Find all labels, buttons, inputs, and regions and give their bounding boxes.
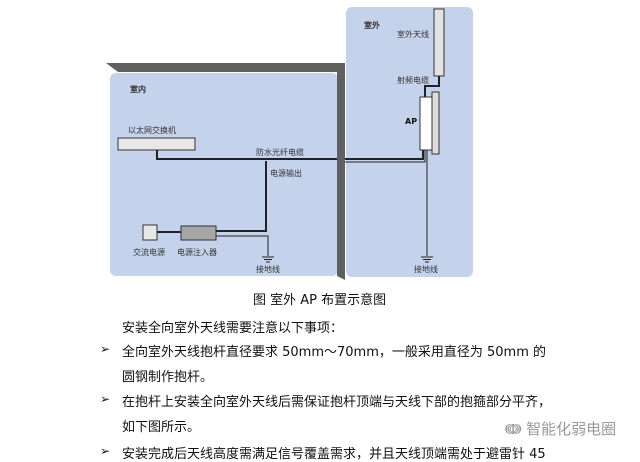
ac-label: 交流电源	[133, 247, 165, 257]
antenna-label: 室外天线	[397, 29, 429, 39]
power-injector	[180, 225, 217, 241]
ethernet-switch	[117, 137, 196, 151]
item-2-line1: 在抱杆上安装全向室外天线后需保证抱杆顶端与天线下部的抱箍部分平齐，	[122, 395, 552, 410]
ap-device	[419, 96, 433, 151]
antenna	[433, 8, 445, 77]
indoor-area	[110, 73, 338, 276]
injector-label: 电源注入器	[177, 247, 217, 257]
figure-caption: 图 室外 AP 布置示意图	[253, 293, 387, 308]
ap-bracket	[431, 91, 440, 155]
fiber-cable	[156, 150, 424, 160]
switch-label: 以太网交换机	[128, 125, 176, 135]
ground-wire	[216, 235, 269, 256]
bullet-icon: ➢	[100, 392, 111, 406]
ac-power	[142, 224, 158, 241]
item-2-line2: 如下图所示。	[122, 420, 201, 435]
item-1-line1: 全向室外天线抱杆直径要求 50mm～70mm，一般采用直径为 50mm 的	[122, 345, 547, 360]
ap-label: AP	[405, 117, 417, 126]
outdoor-label: 室外	[364, 20, 380, 30]
fiber-label: 防水光纤电缆	[256, 147, 304, 157]
item-3-line1: 安装完成后天线高度需满足信号覆盖需求，并且天线顶端需处于避雷针 45	[122, 447, 546, 462]
ground-label-outdoor: 接地线	[414, 264, 438, 274]
ground-icon	[262, 256, 274, 263]
outdoor-ap-diagram: 室内 室外 以太网交换机 防水光纤电缆 电源输出 交流电源 电源注入器 接地线 …	[106, 7, 473, 280]
power-output-cable	[216, 161, 267, 232]
rf-cable	[424, 76, 440, 97]
intro-text: 安装全向室外天线需要注意以下事项：	[122, 321, 344, 336]
wechat-icon: ↈ	[505, 420, 527, 438]
indoor-label: 室内	[130, 84, 146, 94]
ground-label: 接地线	[256, 264, 280, 274]
item-1-line2: 圆钢制作抱杆。	[122, 370, 214, 385]
ground-icon	[421, 256, 433, 263]
outdoor-area	[346, 7, 473, 277]
bullet-icon: ➢	[100, 342, 111, 356]
watermark: ↈ 智能化弱电圈	[505, 420, 617, 438]
fiber-cable-2	[345, 150, 426, 163]
rf-label: 射频电缆	[397, 75, 429, 85]
power-out-label: 电源输出	[270, 168, 302, 178]
bullet-icon: ➢	[100, 444, 111, 458]
